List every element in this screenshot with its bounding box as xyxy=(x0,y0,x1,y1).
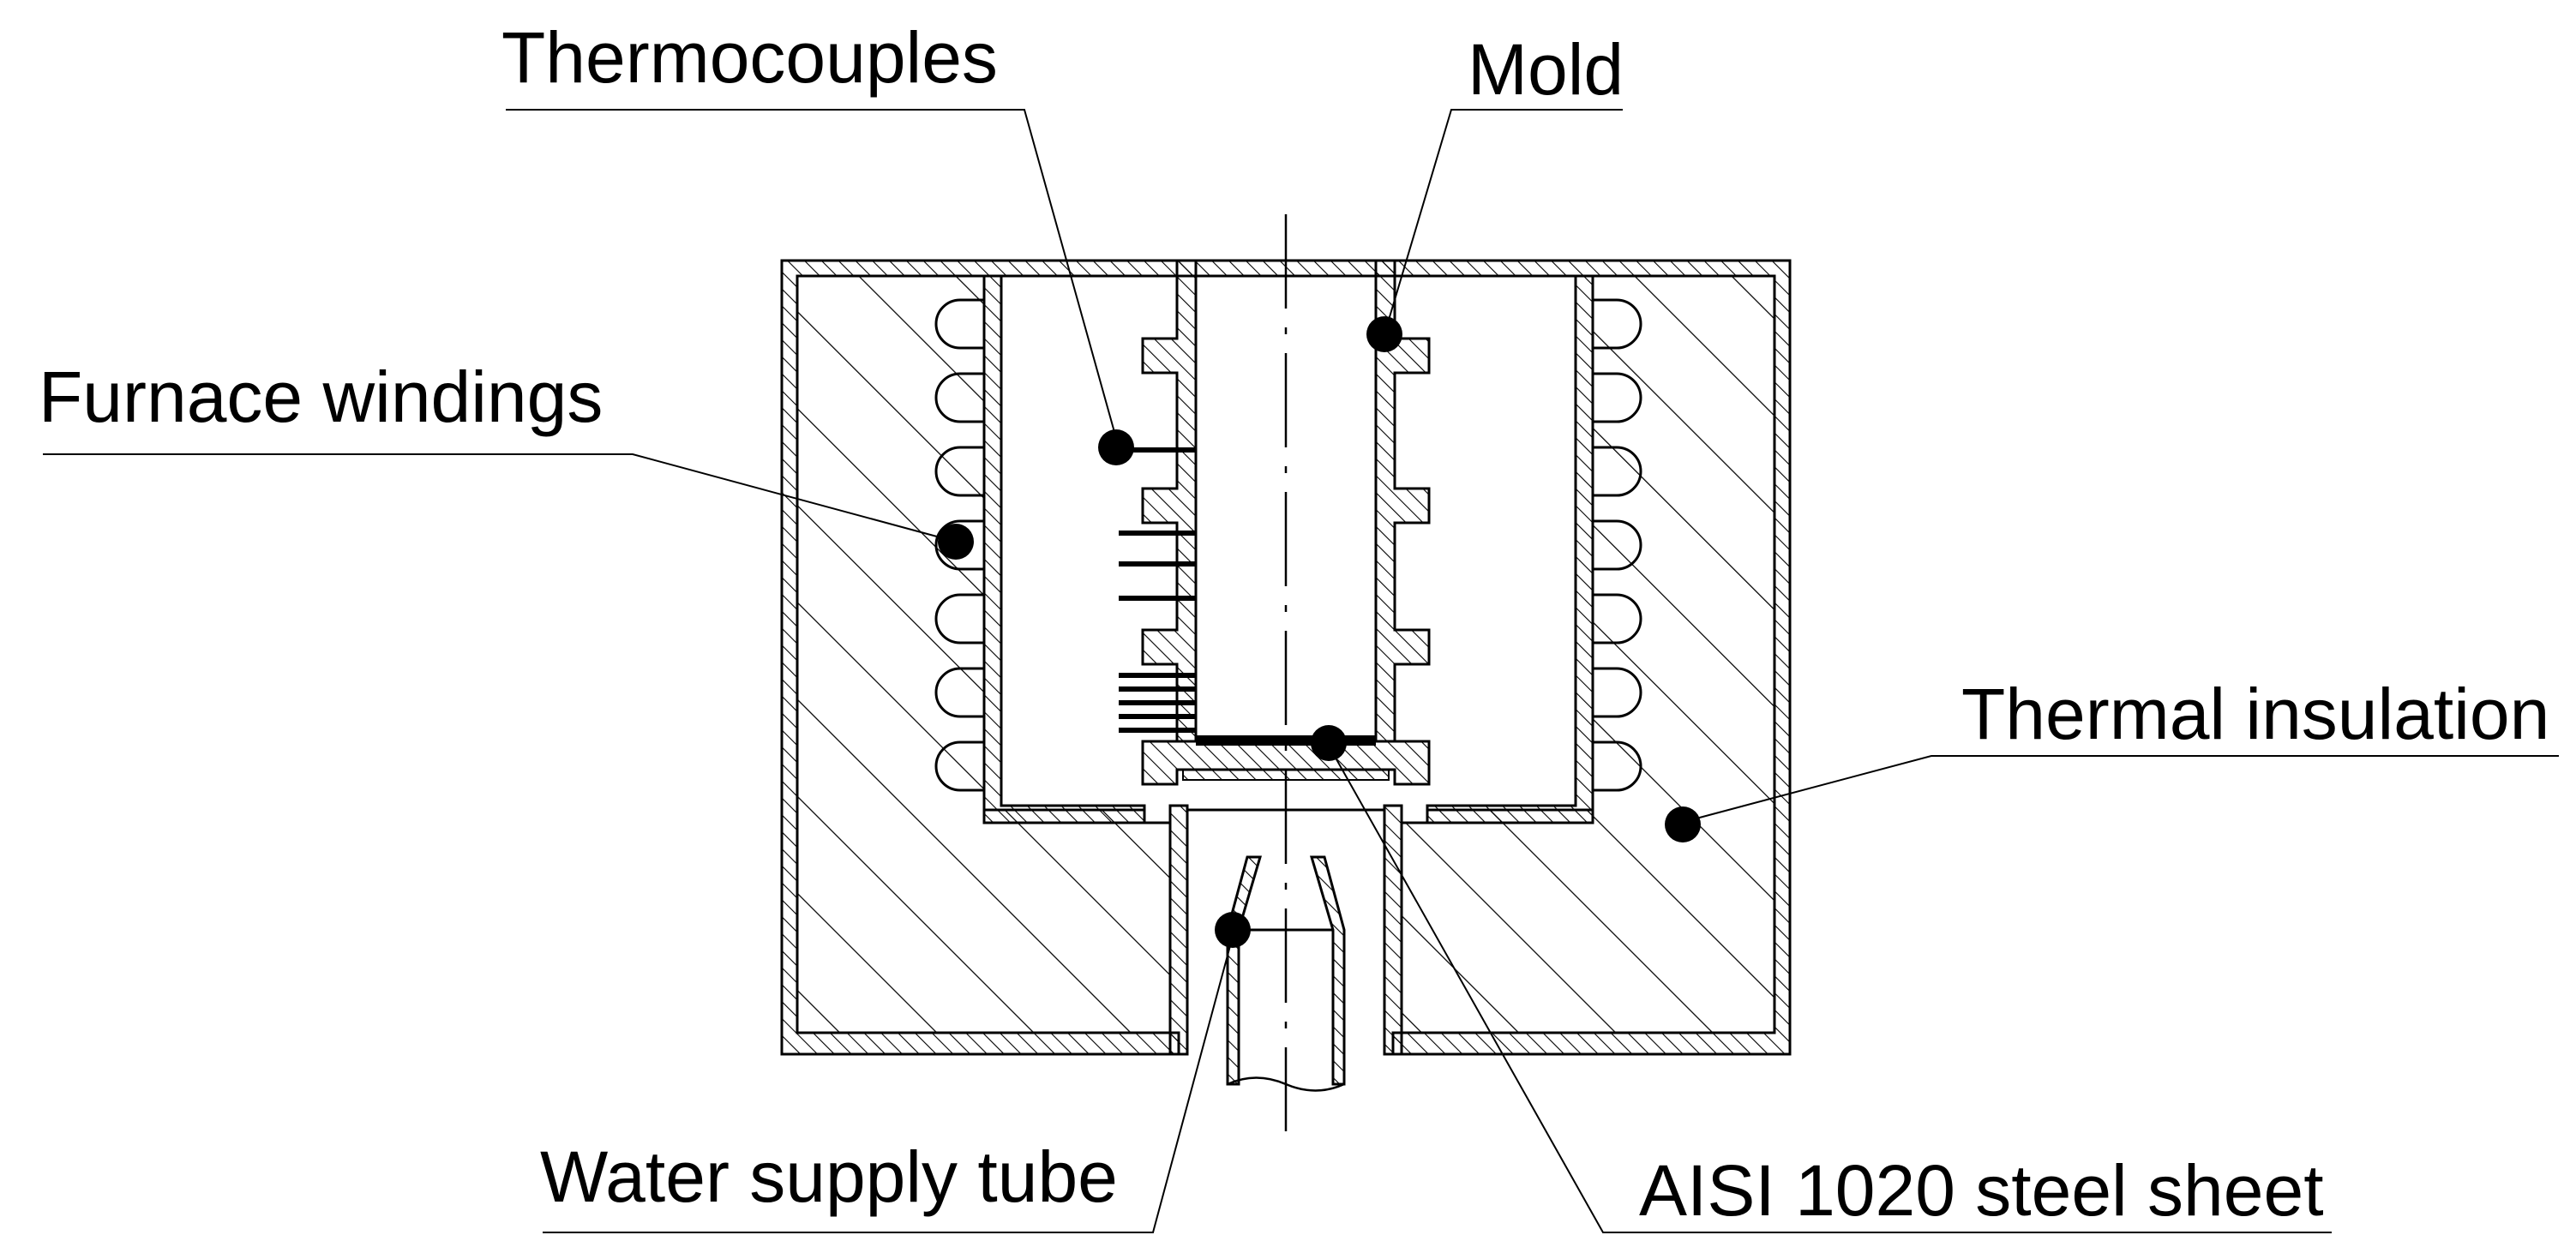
furnace-shell xyxy=(982,274,1594,1056)
mold-callout-dot xyxy=(1366,316,1402,352)
mold xyxy=(1141,259,1431,786)
thermocouples xyxy=(1119,447,1196,733)
thermal-insulation-callout-dot xyxy=(1665,806,1701,842)
furnace-windings-right xyxy=(1593,298,1642,792)
thermocouples-callout-dot xyxy=(1098,429,1134,465)
leader-lines xyxy=(43,109,2559,1233)
label-steel-sheet: AISI 1020 steel sheet xyxy=(1639,1150,2324,1231)
label-mold: Mold xyxy=(1468,29,1624,110)
furnace-windings-left xyxy=(934,298,984,792)
water-supply-tube-callout-dot xyxy=(1215,912,1251,948)
callout-dots xyxy=(938,316,1701,948)
label-water-supply-tube: Water supply tube xyxy=(540,1136,1118,1217)
label-furnace-windings: Furnace windings xyxy=(39,357,603,437)
label-thermal-insulation: Thermal insulation xyxy=(1961,674,2549,754)
label-thermocouples: Thermocouples xyxy=(501,17,998,98)
steel-sheet-callout-dot xyxy=(1311,725,1347,761)
furnace-windings-callout-dot xyxy=(938,524,974,560)
